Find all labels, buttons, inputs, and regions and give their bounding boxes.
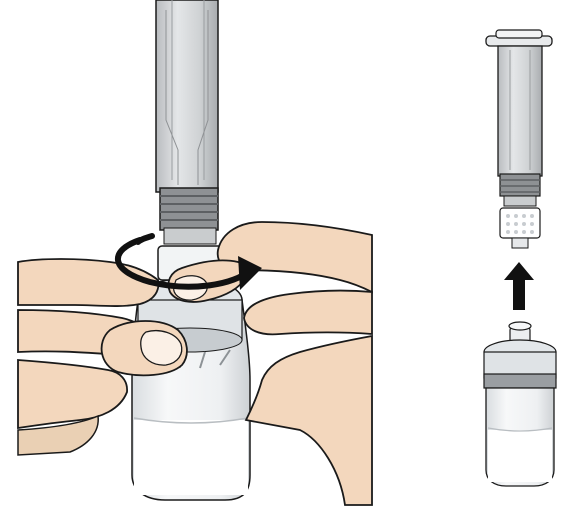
right-hand xyxy=(167,221,373,506)
left-hand xyxy=(17,258,188,456)
syringe-right xyxy=(485,29,553,249)
syringe-barrel xyxy=(155,0,219,245)
vial-right xyxy=(483,321,557,487)
right-panel xyxy=(483,29,557,487)
up-arrow-icon xyxy=(504,262,534,310)
clockwise-rotation-arrow-icon xyxy=(115,233,262,290)
left-panel xyxy=(17,0,373,506)
